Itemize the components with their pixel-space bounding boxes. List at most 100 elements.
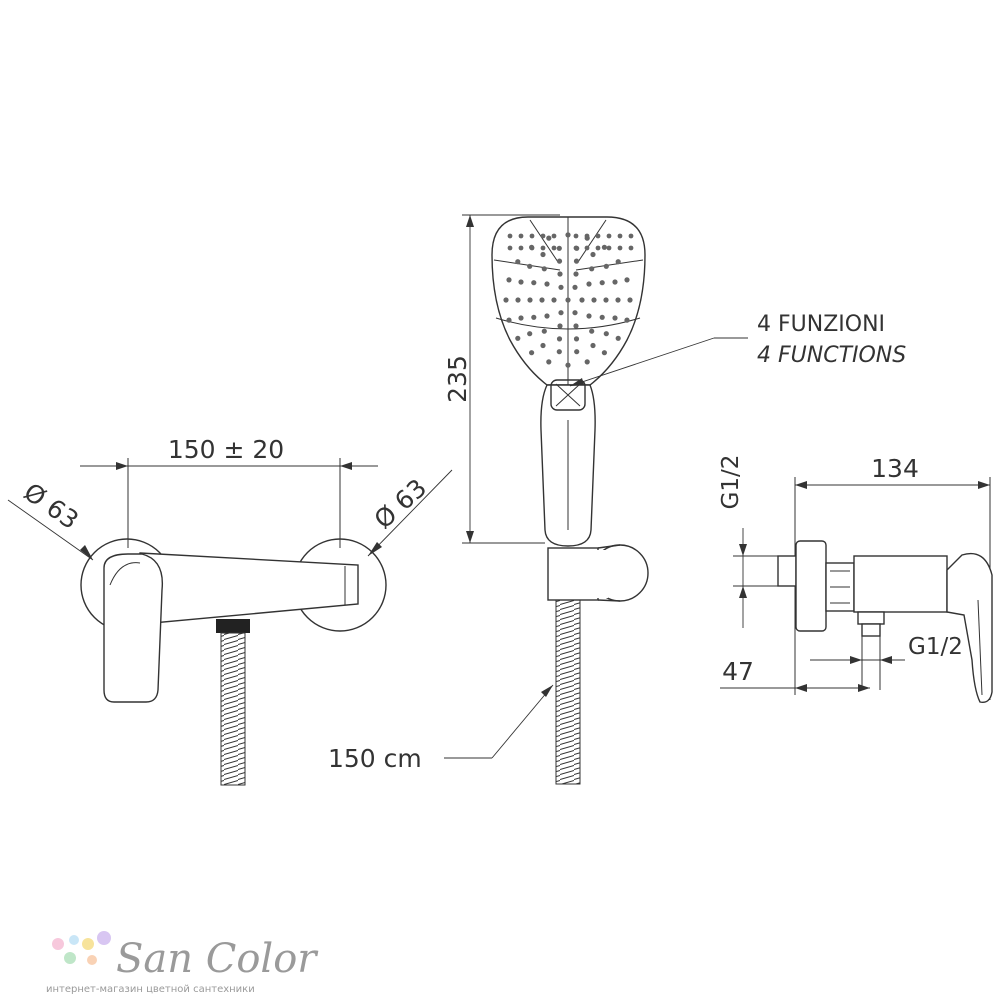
diameter-left-label: Ø 63 [19, 477, 84, 535]
nozzle [565, 362, 571, 368]
thread-top-label: G1/2 [718, 455, 744, 510]
nozzle [599, 280, 605, 286]
functions-label-english: 4 FUNCTIONS [757, 343, 906, 368]
nozzle [558, 310, 564, 316]
spray-nozzles [503, 232, 634, 368]
nozzle [507, 233, 513, 239]
nozzle [529, 350, 535, 356]
nozzle [617, 233, 623, 239]
nozzle [544, 313, 550, 319]
nozzle [557, 323, 563, 329]
nozzle [603, 263, 609, 269]
nozzle [551, 245, 557, 251]
nozzle [546, 235, 552, 241]
nozzle [586, 281, 592, 287]
nozzle [615, 335, 621, 341]
nozzle [518, 279, 524, 285]
nozzle [556, 349, 562, 355]
nozzle [603, 297, 609, 303]
nozzle [551, 233, 557, 239]
nozzle [539, 297, 545, 303]
nozzle [584, 359, 590, 365]
nozzle [617, 245, 623, 251]
nozzle [599, 314, 605, 320]
nozzle [591, 297, 597, 303]
logo-dot [82, 938, 94, 950]
logo-dot [69, 935, 79, 945]
mixer-side-view: 134 G1/2 G1/2 47 [718, 454, 993, 703]
nozzle [551, 297, 557, 303]
nozzle [624, 277, 630, 283]
nozzle [603, 331, 609, 337]
nozzle [590, 251, 596, 258]
nozzle [506, 277, 512, 283]
nozzle [589, 328, 595, 334]
nozzle [540, 251, 546, 258]
nozzle [601, 244, 608, 250]
nozzle [624, 317, 630, 323]
hand-shower-view: 235 4 FUNZIONI 4 FUNCTIONS 150 cm [328, 214, 906, 785]
nozzle [628, 233, 634, 239]
nozzle [540, 245, 546, 251]
thread-right-label: G1/2 [908, 634, 963, 660]
brand-tagline: интернет-магазин цветной сантехники [46, 984, 255, 995]
nozzle [507, 245, 513, 251]
nozzle [586, 313, 592, 319]
nozzle [557, 271, 563, 277]
nozzle [527, 331, 533, 337]
nozzle [590, 342, 596, 349]
logo-dot [97, 931, 111, 945]
offset-dimension-label: 47 [722, 657, 754, 686]
logo-dot [52, 938, 64, 950]
nozzle [573, 233, 579, 239]
nozzle [531, 314, 537, 320]
nozzle [546, 359, 552, 365]
logo-dot [87, 955, 97, 965]
nozzle [606, 233, 612, 239]
nozzle [584, 233, 590, 239]
nozzle [584, 245, 590, 251]
nozzle [518, 315, 524, 321]
nozzle [515, 259, 521, 265]
nozzle [515, 297, 521, 303]
nozzle [595, 233, 601, 239]
width-dimension-label: 150 ± 20 [168, 435, 284, 464]
nozzle [627, 297, 633, 303]
nozzle [556, 258, 563, 264]
height-dimension-label: 235 [443, 355, 472, 403]
nozzle [518, 233, 524, 239]
nozzle [506, 317, 512, 323]
nozzle [531, 280, 537, 286]
nozzle [612, 315, 618, 321]
nozzle [572, 284, 578, 290]
nozzle [541, 328, 547, 334]
nozzle [565, 297, 571, 303]
nozzle [606, 245, 612, 251]
nozzle [573, 336, 580, 342]
nozzle [558, 284, 564, 290]
nozzle [556, 245, 562, 251]
mixer-front-view: 150 ± 20 Ø 63 Ø 63 [7, 435, 453, 786]
nozzle [612, 279, 618, 285]
nozzle [573, 258, 580, 264]
nozzle [589, 266, 595, 272]
nozzle [565, 232, 571, 238]
nozzle [573, 323, 579, 329]
nozzle [540, 342, 546, 349]
nozzle [529, 233, 535, 239]
nozzle [628, 245, 634, 251]
logo-dot [64, 952, 76, 964]
nozzle [544, 281, 550, 287]
side-width-label: 134 [871, 454, 919, 483]
hose-length-label: 150 cm [328, 744, 422, 773]
nozzle [573, 271, 579, 277]
nozzle [574, 349, 580, 355]
nozzle [515, 335, 521, 341]
nozzle [601, 350, 608, 356]
nozzle [518, 245, 524, 251]
diameter-right-label: Ø 63 [369, 473, 433, 534]
nozzle [573, 245, 579, 251]
nozzle [541, 266, 547, 272]
nozzle [595, 245, 601, 251]
nozzle [615, 297, 621, 303]
